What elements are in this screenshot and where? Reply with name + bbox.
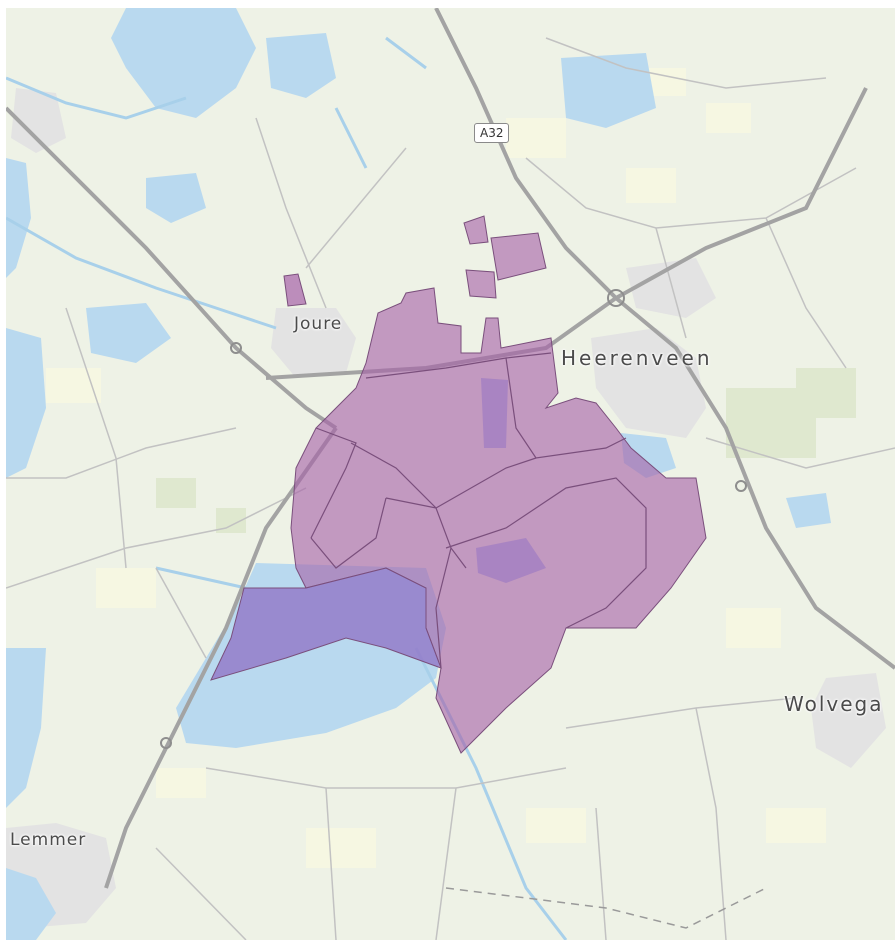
municipal-boundary-line	[445, 887, 767, 929]
motorway-junctions	[160, 289, 747, 749]
road-shield-a32: A32	[474, 123, 510, 143]
agricultural-fields	[46, 68, 826, 868]
region-main-area[interactable]	[290, 287, 707, 754]
place-label-heerenveen: Heerenveen	[561, 346, 713, 370]
place-label-joure: Joure	[294, 314, 343, 334]
map-viewport[interactable]: Joure Heerenveen Wolvega Lemmer A32	[6, 8, 895, 940]
green-areas	[156, 368, 856, 533]
region-lake-area[interactable]	[210, 567, 442, 681]
basemap	[6, 8, 895, 940]
region-north-patch-3[interactable]	[465, 269, 497, 299]
region-water-patches	[476, 378, 546, 583]
urban-areas	[6, 88, 886, 928]
minor-roads	[6, 37, 895, 940]
region-north-patch-2[interactable]	[463, 215, 489, 245]
place-label-lemmer: Lemmer	[10, 830, 87, 850]
region-internal-boundaries	[310, 352, 647, 669]
highlighted-municipality-region[interactable]	[210, 215, 707, 754]
region-north-patch-1[interactable]	[490, 232, 547, 281]
place-label-wolvega: Wolvega	[784, 692, 884, 716]
region-west-patch[interactable]	[283, 273, 307, 307]
